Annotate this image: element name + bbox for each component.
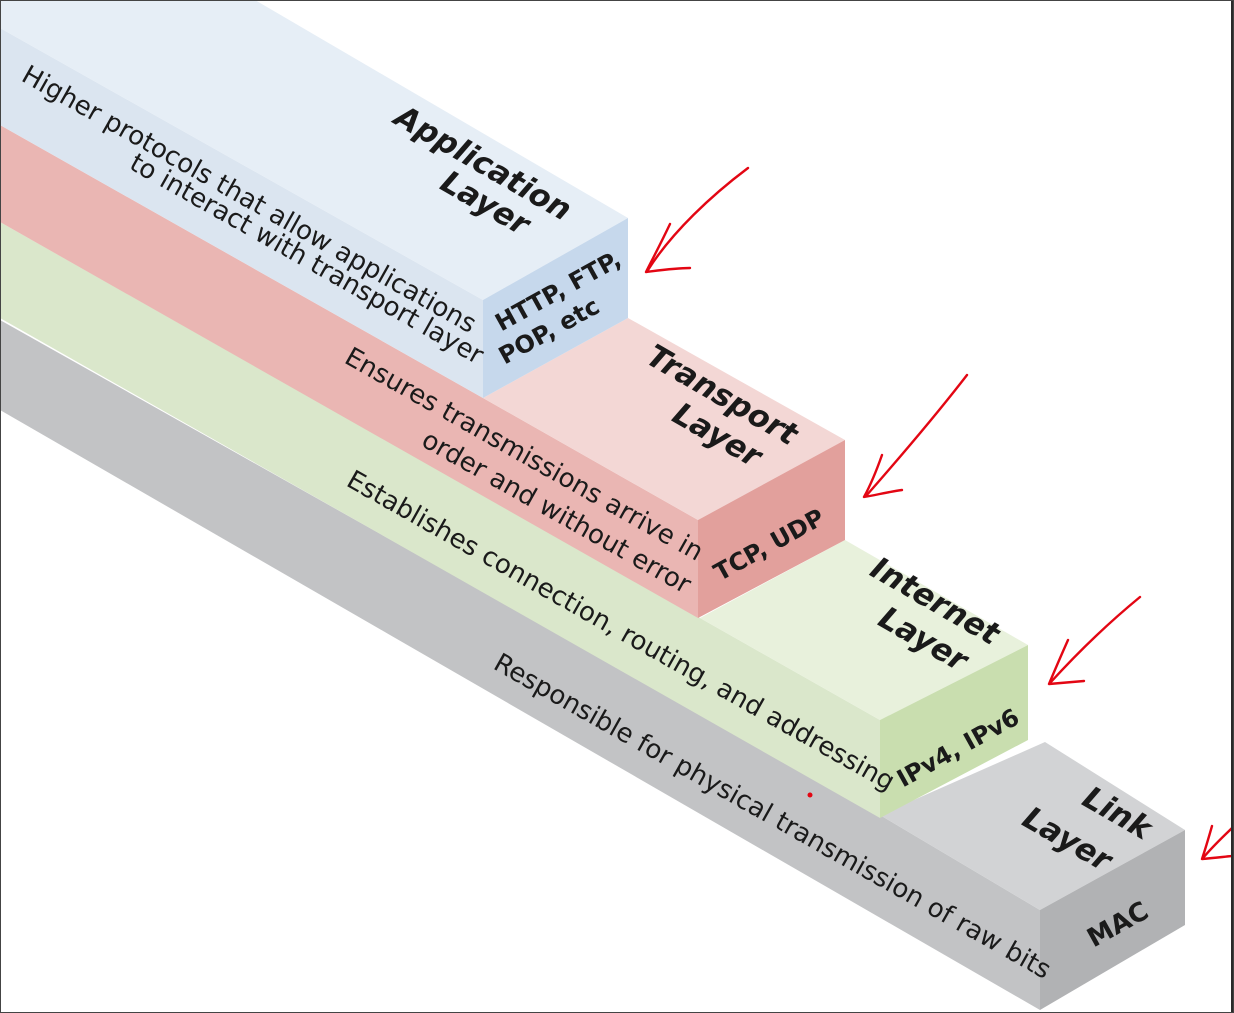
transport-layer-top [483,318,845,520]
window-edge [1231,0,1234,1013]
annotation-arrow-transport [862,373,969,499]
annotation-arrow-internet [1047,595,1142,686]
transport-layer-side [0,125,698,618]
internet-layer-block [0,222,1028,818]
arrow-icon [1048,595,1142,685]
annotation-arrow-application [644,166,750,274]
annotation-arrow-link [1200,824,1234,861]
link-layer-block [0,320,1185,1010]
transport-layer-front [698,440,845,618]
application-layer-top [0,0,628,300]
internet-layer-side [0,222,880,818]
arrow-head [862,453,904,499]
annotation-dot [807,792,813,798]
link-layer-front [1040,830,1185,1010]
arrow-icon [864,373,969,498]
transport-layer-block [0,125,845,618]
arrow-head [644,222,692,274]
application-layer-side [0,28,483,398]
link-layer-top [880,742,1185,910]
arrow-icon [1201,826,1234,860]
arrow-head [1047,638,1086,686]
arrow-head [1200,824,1234,861]
application-layer-front [483,218,628,398]
internet-layer-front [880,645,1028,818]
link-layer-side [0,320,1040,1010]
internet-layer-top [700,540,1028,720]
arrow-icon [646,166,750,272]
application-layer-block [0,0,628,398]
